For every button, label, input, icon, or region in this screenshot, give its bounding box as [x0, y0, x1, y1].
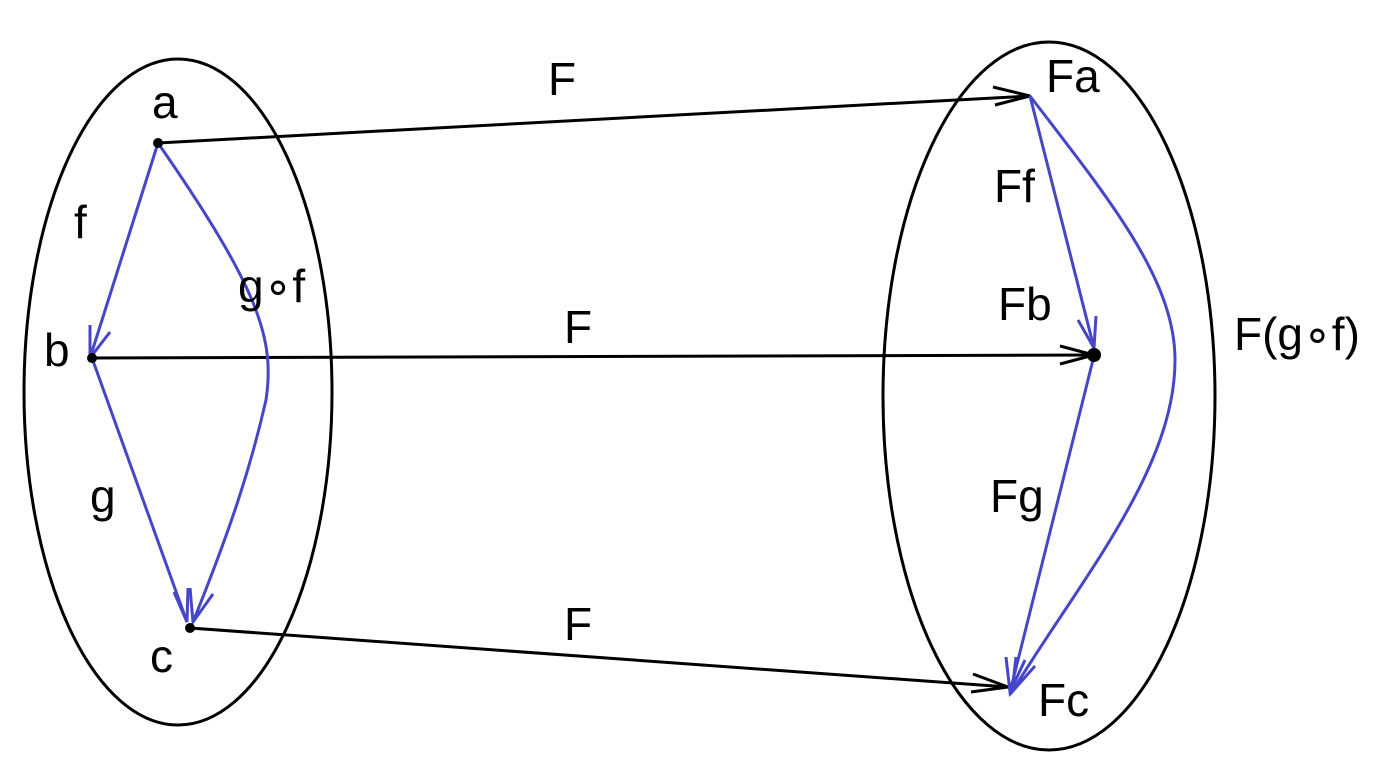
object-label-Fc: Fc: [1038, 674, 1089, 726]
target-category-ellipse: [881, 40, 1217, 752]
morphism-gof-arrow: [156, 142, 270, 627]
functor-label-top: F: [548, 53, 576, 105]
object-Fb-dot: [1087, 348, 1101, 362]
morphism-g-arrow: [90, 357, 190, 623]
morphism-Fg-arrow: [1004, 355, 1096, 698]
morphism-label-f: f: [74, 196, 87, 248]
object-label-c: c: [150, 630, 173, 682]
morphism-label-g: g: [90, 470, 116, 522]
object-label-a: a: [152, 76, 178, 128]
functor-label-middle: F: [564, 301, 592, 353]
object-label-b: b: [44, 324, 70, 376]
object-b-dot: [87, 353, 97, 363]
morphism-label-Fg: Fg: [990, 470, 1044, 522]
functor-arrow-a: [157, 85, 1031, 145]
functor-arrow-c: [189, 626, 1009, 694]
morphism-label-Ff: Ff: [994, 160, 1035, 212]
morphism-label-Fgof: F(g∘f): [1234, 308, 1360, 360]
object-c-dot: [185, 623, 195, 633]
object-a-dot: [153, 138, 163, 148]
object-label-Fa: Fa: [1046, 50, 1100, 102]
functor-label-bottom: F: [564, 598, 592, 650]
morphism-f-arrow: [88, 142, 160, 363]
morphism-Fgof-arrow: [1009, 95, 1177, 697]
morphism-label-gof: g∘f: [238, 260, 305, 312]
object-label-Fb: Fb: [998, 278, 1052, 330]
functor-arrow-b: [91, 344, 1100, 366]
source-category-ellipse: [22, 57, 334, 727]
